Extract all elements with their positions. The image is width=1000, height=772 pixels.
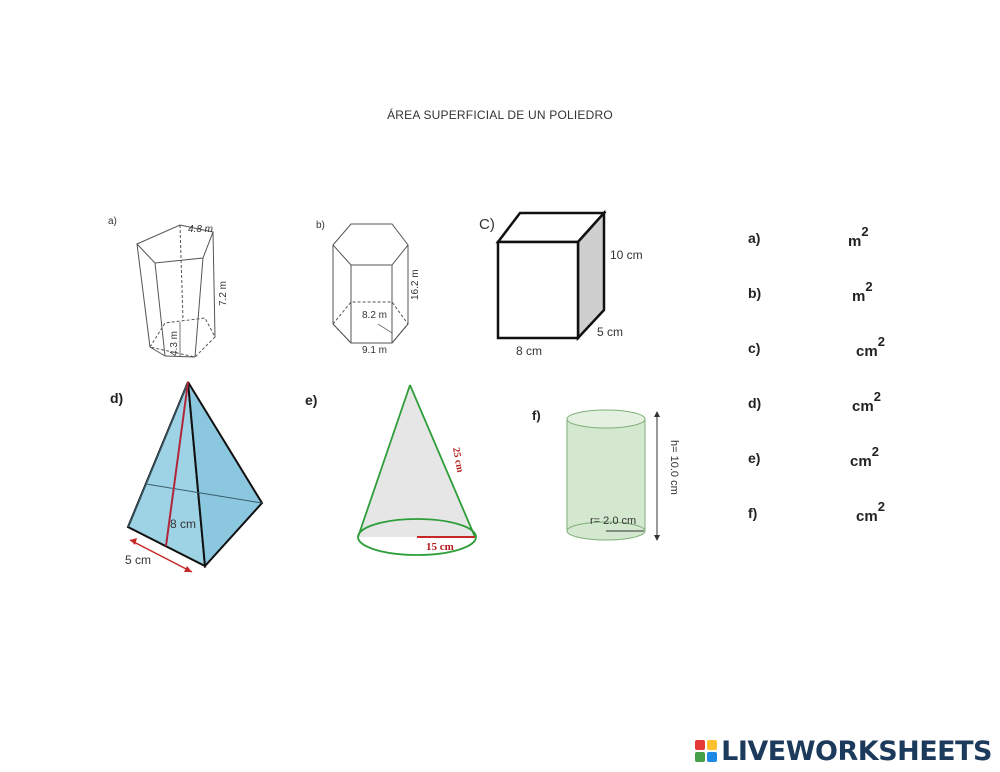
answer-letter: d) (748, 395, 762, 411)
answer-input-d[interactable] (780, 391, 848, 415)
answer-input-e[interactable] (780, 446, 848, 470)
answer-input-c[interactable] (780, 336, 848, 360)
figure-e-radius: 15 cm (426, 541, 454, 553)
figure-c-width: 8 cm (516, 344, 542, 358)
figure-b-label: b) (316, 220, 325, 231)
logo-mark-icon (695, 740, 718, 762)
figure-a-apothem: 4.3 m (169, 331, 180, 356)
figure-e-label: e) (305, 392, 317, 408)
figure-a-pentagonal-prism (136, 224, 216, 358)
figure-c-cube (495, 209, 607, 342)
figure-d-slant: 8 cm (170, 517, 196, 531)
logo-text: LIVEWORKSHEETS (721, 735, 992, 767)
figure-f-label: f) (532, 408, 541, 423)
logo-mark-square (707, 740, 718, 750)
figure-d-base: 5 cm (125, 553, 151, 567)
answer-letter: c) (748, 340, 761, 356)
answer-input-f[interactable] (780, 501, 848, 525)
figure-d-square-pyramid (126, 381, 264, 573)
page-title: ÁREA SUPERFICIAL DE UN POLIEDRO (387, 108, 613, 122)
answer-letter: b) (748, 285, 762, 301)
logo-mark-square (707, 752, 718, 762)
figure-a-top-edge: 4.8 m (188, 224, 213, 235)
answer-letter: a) (748, 230, 761, 246)
figure-c-height: 10 cm (610, 248, 643, 262)
figure-c-label: C) (479, 216, 495, 233)
answer-input-b[interactable] (780, 281, 848, 305)
answer-unit: cm2 (856, 499, 885, 525)
figure-f-height: h= 10.0 cm (668, 440, 680, 495)
figure-e-cone (357, 384, 477, 556)
answer-unit: cm2 (850, 444, 879, 470)
figure-b-hexagonal-prism (332, 223, 409, 344)
answer-unit: m2 (848, 224, 869, 250)
answer-letter: e) (748, 450, 761, 466)
figure-f-cylinder (566, 409, 660, 541)
answer-unit: cm2 (856, 334, 885, 360)
figure-a-label: a) (108, 216, 117, 227)
answer-letter: f) (748, 505, 758, 521)
figure-e-slant: 25 cm (450, 447, 465, 474)
logo-mark-square (695, 752, 706, 762)
figure-b-apothem: 8.2 m (362, 310, 387, 321)
figure-d-label: d) (110, 390, 123, 406)
answer-input-a[interactable] (780, 226, 848, 250)
figure-a-height: 7.2 m (218, 281, 229, 306)
figure-b-base: 9.1 m (362, 345, 387, 356)
figure-c-depth: 5 cm (597, 325, 623, 339)
liveworksheets-logo: LIVEWORKSHEETS (695, 735, 992, 767)
answer-unit: m2 (852, 279, 873, 305)
figure-f-radius: r= 2.0 cm (590, 515, 636, 527)
figure-b-height: 16.2 m (410, 269, 421, 300)
answer-unit: cm2 (852, 389, 881, 415)
logo-mark-square (695, 740, 706, 750)
